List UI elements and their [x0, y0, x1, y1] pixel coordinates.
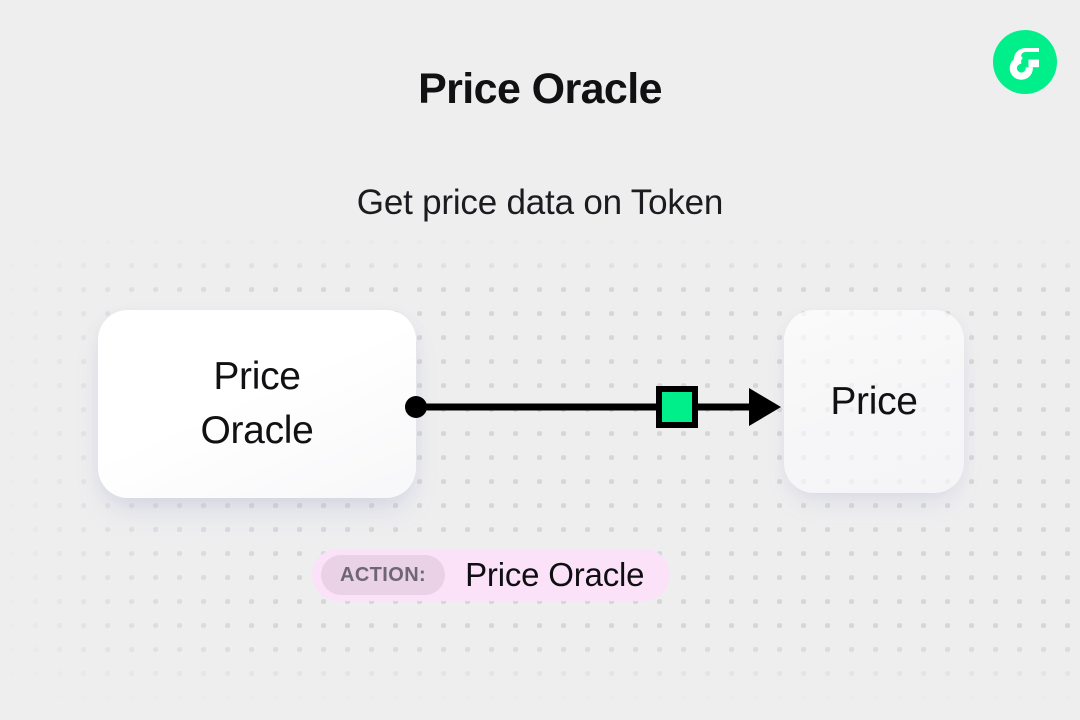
- action-badge-chip: ACTION:: [321, 555, 446, 595]
- node-card-price[interactable]: Price: [784, 310, 964, 493]
- node-card-price-oracle[interactable]: Price Oracle: [98, 310, 416, 498]
- action-badge[interactable]: ACTION: Price Oracle: [312, 549, 671, 601]
- node-card-price-oracle-label: Price Oracle: [200, 355, 314, 452]
- action-badge-value: Price Oracle: [465, 556, 645, 593]
- flow-logo-icon: [993, 30, 1057, 94]
- connector-midpoint-marker[interactable]: [656, 386, 698, 428]
- page-title: Price Oracle: [418, 65, 662, 113]
- page-subtitle: Get price data on Token: [356, 183, 724, 222]
- connector-arrowhead: [749, 388, 781, 426]
- node-card-price-label: Price: [830, 379, 918, 423]
